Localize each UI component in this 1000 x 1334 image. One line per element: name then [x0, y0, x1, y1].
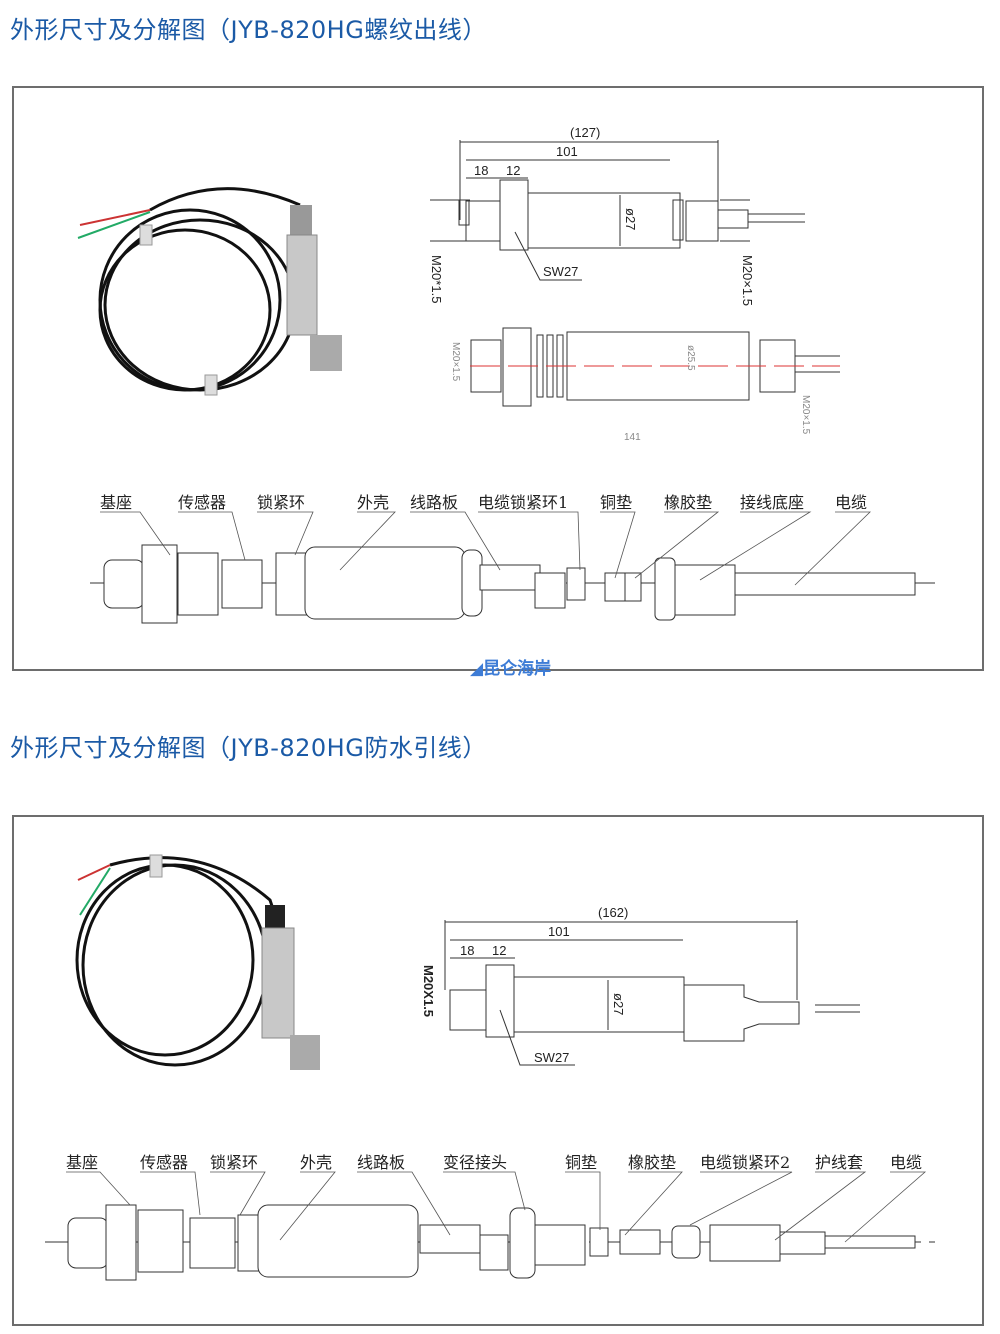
dimension-drawing-waterproof [444, 920, 860, 1066]
sensor-body-photo [286, 205, 342, 371]
part-label: 铜垫 [600, 493, 632, 512]
part-label: 传感器 [140, 1153, 188, 1172]
part-label: 线路板 [410, 493, 458, 512]
part-label: 基座 [66, 1153, 98, 1172]
dimension-labels-waterproof: (162) 101 18 12 ø27 SW27 M20X1.5 [421, 905, 628, 1065]
sensor-body-photo-2 [261, 905, 320, 1070]
part-label: 基座 [100, 493, 132, 512]
section1-panel [12, 86, 984, 671]
dim-diameter: ø27 [611, 993, 626, 1015]
dim-hex: 12 [492, 943, 506, 958]
dim-hex: 12 [506, 163, 520, 178]
part-label: 橡胶垫 [628, 1153, 676, 1172]
part-label: 护线套 [815, 1153, 863, 1172]
dim-overall: (162) [598, 905, 628, 920]
dimension-labels-threaded: (127) 101 18 12 ø27 SW27 M20*1.5 M20×1.5… [429, 125, 811, 443]
section1-title: 外形尺寸及分解图（JYB-820HG螺纹出线） [10, 16, 487, 44]
part-label: 外壳 [357, 493, 389, 512]
exploded-labels-1: 基座 传感器 锁紧环 外壳 线路板 电缆锁紧环1 铜垫 橡胶垫 接线底座 电缆 [100, 493, 867, 512]
part-label: 传感器 [178, 493, 226, 512]
part-label: 橡胶垫 [664, 493, 712, 512]
dim-wrench: SW27 [534, 1050, 569, 1065]
dim-thread: 18 [474, 163, 488, 178]
side-thread-left: M20×1.5 [450, 342, 461, 382]
dim-thread-left: M20*1.5 [429, 255, 444, 303]
dim-diameter: ø27 [623, 208, 638, 230]
dim-body: 101 [556, 144, 578, 159]
side-thread-right: M20×1.5 [800, 395, 811, 435]
part-label: 锁紧环 [210, 1153, 258, 1172]
product-photo-waterproof [75, 854, 277, 1067]
section2-panel [12, 815, 984, 1326]
part-label: 变径接头 [443, 1153, 507, 1172]
part-label: 电缆 [835, 493, 867, 512]
section2-title: 外形尺寸及分解图（JYB-820HG防水引线） [10, 734, 487, 762]
part-label: 接线底座 [740, 493, 804, 512]
dimension-drawing-threaded [430, 140, 840, 407]
dim-overall: (127) [570, 125, 600, 140]
part-label: 电缆锁紧环2 [700, 1153, 790, 1172]
part-label: 锁紧环 [257, 493, 305, 512]
part-label: 电缆锁紧环1 [478, 493, 568, 512]
part-label: 铜垫 [565, 1153, 597, 1172]
part-label: 外壳 [300, 1153, 332, 1172]
dim-wrench: SW27 [543, 264, 578, 279]
exploded-view-waterproof [45, 1204, 935, 1281]
dim-body: 101 [548, 924, 570, 939]
part-label: 线路板 [357, 1153, 405, 1172]
logo-text: 昆仑海岸 [483, 659, 552, 679]
brand-logo: ◢昆仑海岸 [470, 659, 552, 679]
part-label: 电缆 [890, 1153, 922, 1172]
exploded-view-threaded [90, 544, 935, 624]
exploded-leaders-1 [100, 511, 871, 586]
dim-thread: 18 [460, 943, 474, 958]
side-length: 141 [624, 432, 641, 443]
exploded-leaders-2 [66, 1171, 927, 1243]
dim-thread-right: M20×1.5 [740, 255, 755, 306]
side-diameter: ø25.5 [685, 345, 696, 371]
product-photo-threaded [77, 187, 301, 396]
exploded-labels-2: 基座 传感器 锁紧环 外壳 线路板 变径接头 铜垫 橡胶垫 电缆锁紧环2 护线套… [66, 1153, 922, 1172]
dim-thread-left: M20X1.5 [421, 965, 436, 1017]
